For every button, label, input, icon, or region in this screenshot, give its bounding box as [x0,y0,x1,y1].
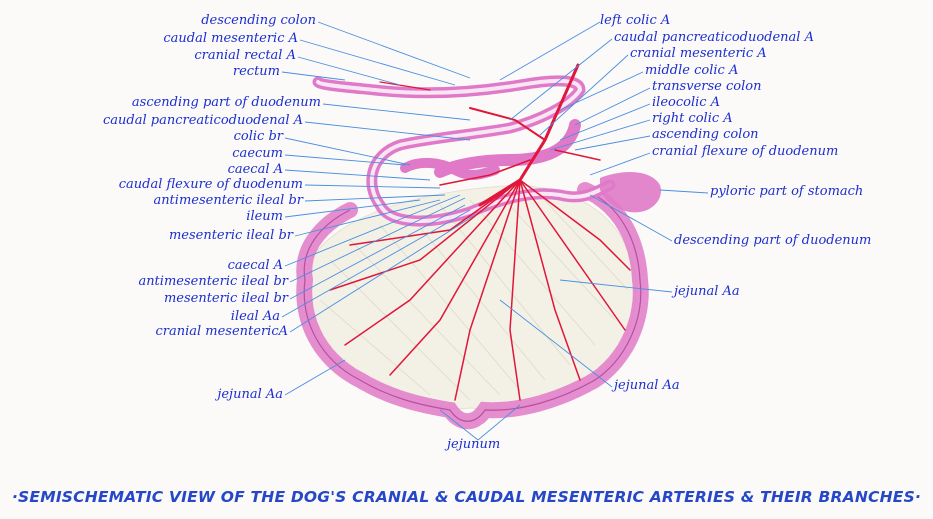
label-caecal-artery-lower: caecal A [227,258,283,273]
stomach [600,172,661,213]
label-jejunal-arteries-left: jejunal Aa [217,387,283,402]
arteries [329,63,631,401]
label-cranial-rectal-artery: cranial rectal A [194,48,296,63]
label-ascending-duodenum: ascending part of duodenum [131,95,321,110]
label-caudal-pancreaticoduodenal-artery: caudal pancreaticoduodenal A [103,113,303,128]
label-caecum: caecum [232,146,283,161]
label-middle-colic-artery: middle colic A [645,63,739,78]
label-jejunum: jejunum [447,437,501,452]
label-rectum: rectum [232,64,280,79]
label-caecal-artery-upper: caecal A [227,162,283,177]
label-cranial-flexure-duodenum: cranial flexure of duodenum [652,144,839,159]
label-descending-duodenum: descending part of duodenum [674,233,872,248]
label-antimesenteric-ileal-branch-upper: antimesenteric ileal br [153,193,303,208]
label-caudal-mesenteric-artery: caudal mesenteric A [163,31,298,46]
label-transverse-colon: transverse colon [652,79,762,94]
label-jejunal-arteries-right: jejunal Aa [674,284,740,299]
label-left-colic-artery: left colic A [600,13,671,28]
label-caudal-flexure-duodenum: caudal flexure of duodenum [118,177,303,192]
label-ileocolic-artery: ileocolic A [652,95,721,110]
label-colic-branch: colic br [233,129,283,144]
label-pyloric-stomach: pyloric part of stomach [710,184,864,199]
leader-lines [281,21,709,441]
label-descending-colon: descending colon [201,13,316,28]
label-antimesenteric-ileal-branch-lower: antimesenteric ileal br [138,274,288,289]
label-ileal-arteries: ileal Aa [230,309,280,324]
label-mesenteric-ileal-branch-lower: mesenteric ileal br [163,291,288,306]
label-cranial-mesenteric-artery-right: cranial mesenteric A [630,46,767,61]
mesentery-texture [319,194,629,401]
label-jejunal-arteries-bottom-right: jejunal Aa [614,378,680,393]
label-cranial-mesenteric-artery-left: cranial mesentericA [155,324,288,339]
figure-caption: ·SEMISCHEMATIC VIEW OF THE DOG'S CRANIAL… [11,488,922,506]
label-ascending-colon: ascending colon [652,127,759,142]
label-caudal-pancreaticoduodenal-artery-right: caudal pancreaticoduodenal A [614,30,814,45]
label-right-colic-artery: right colic A [652,111,733,126]
label-ileum: ileum [246,209,283,224]
label-mesenteric-ileal-branch-upper: mesenteric ileal br [168,228,293,243]
